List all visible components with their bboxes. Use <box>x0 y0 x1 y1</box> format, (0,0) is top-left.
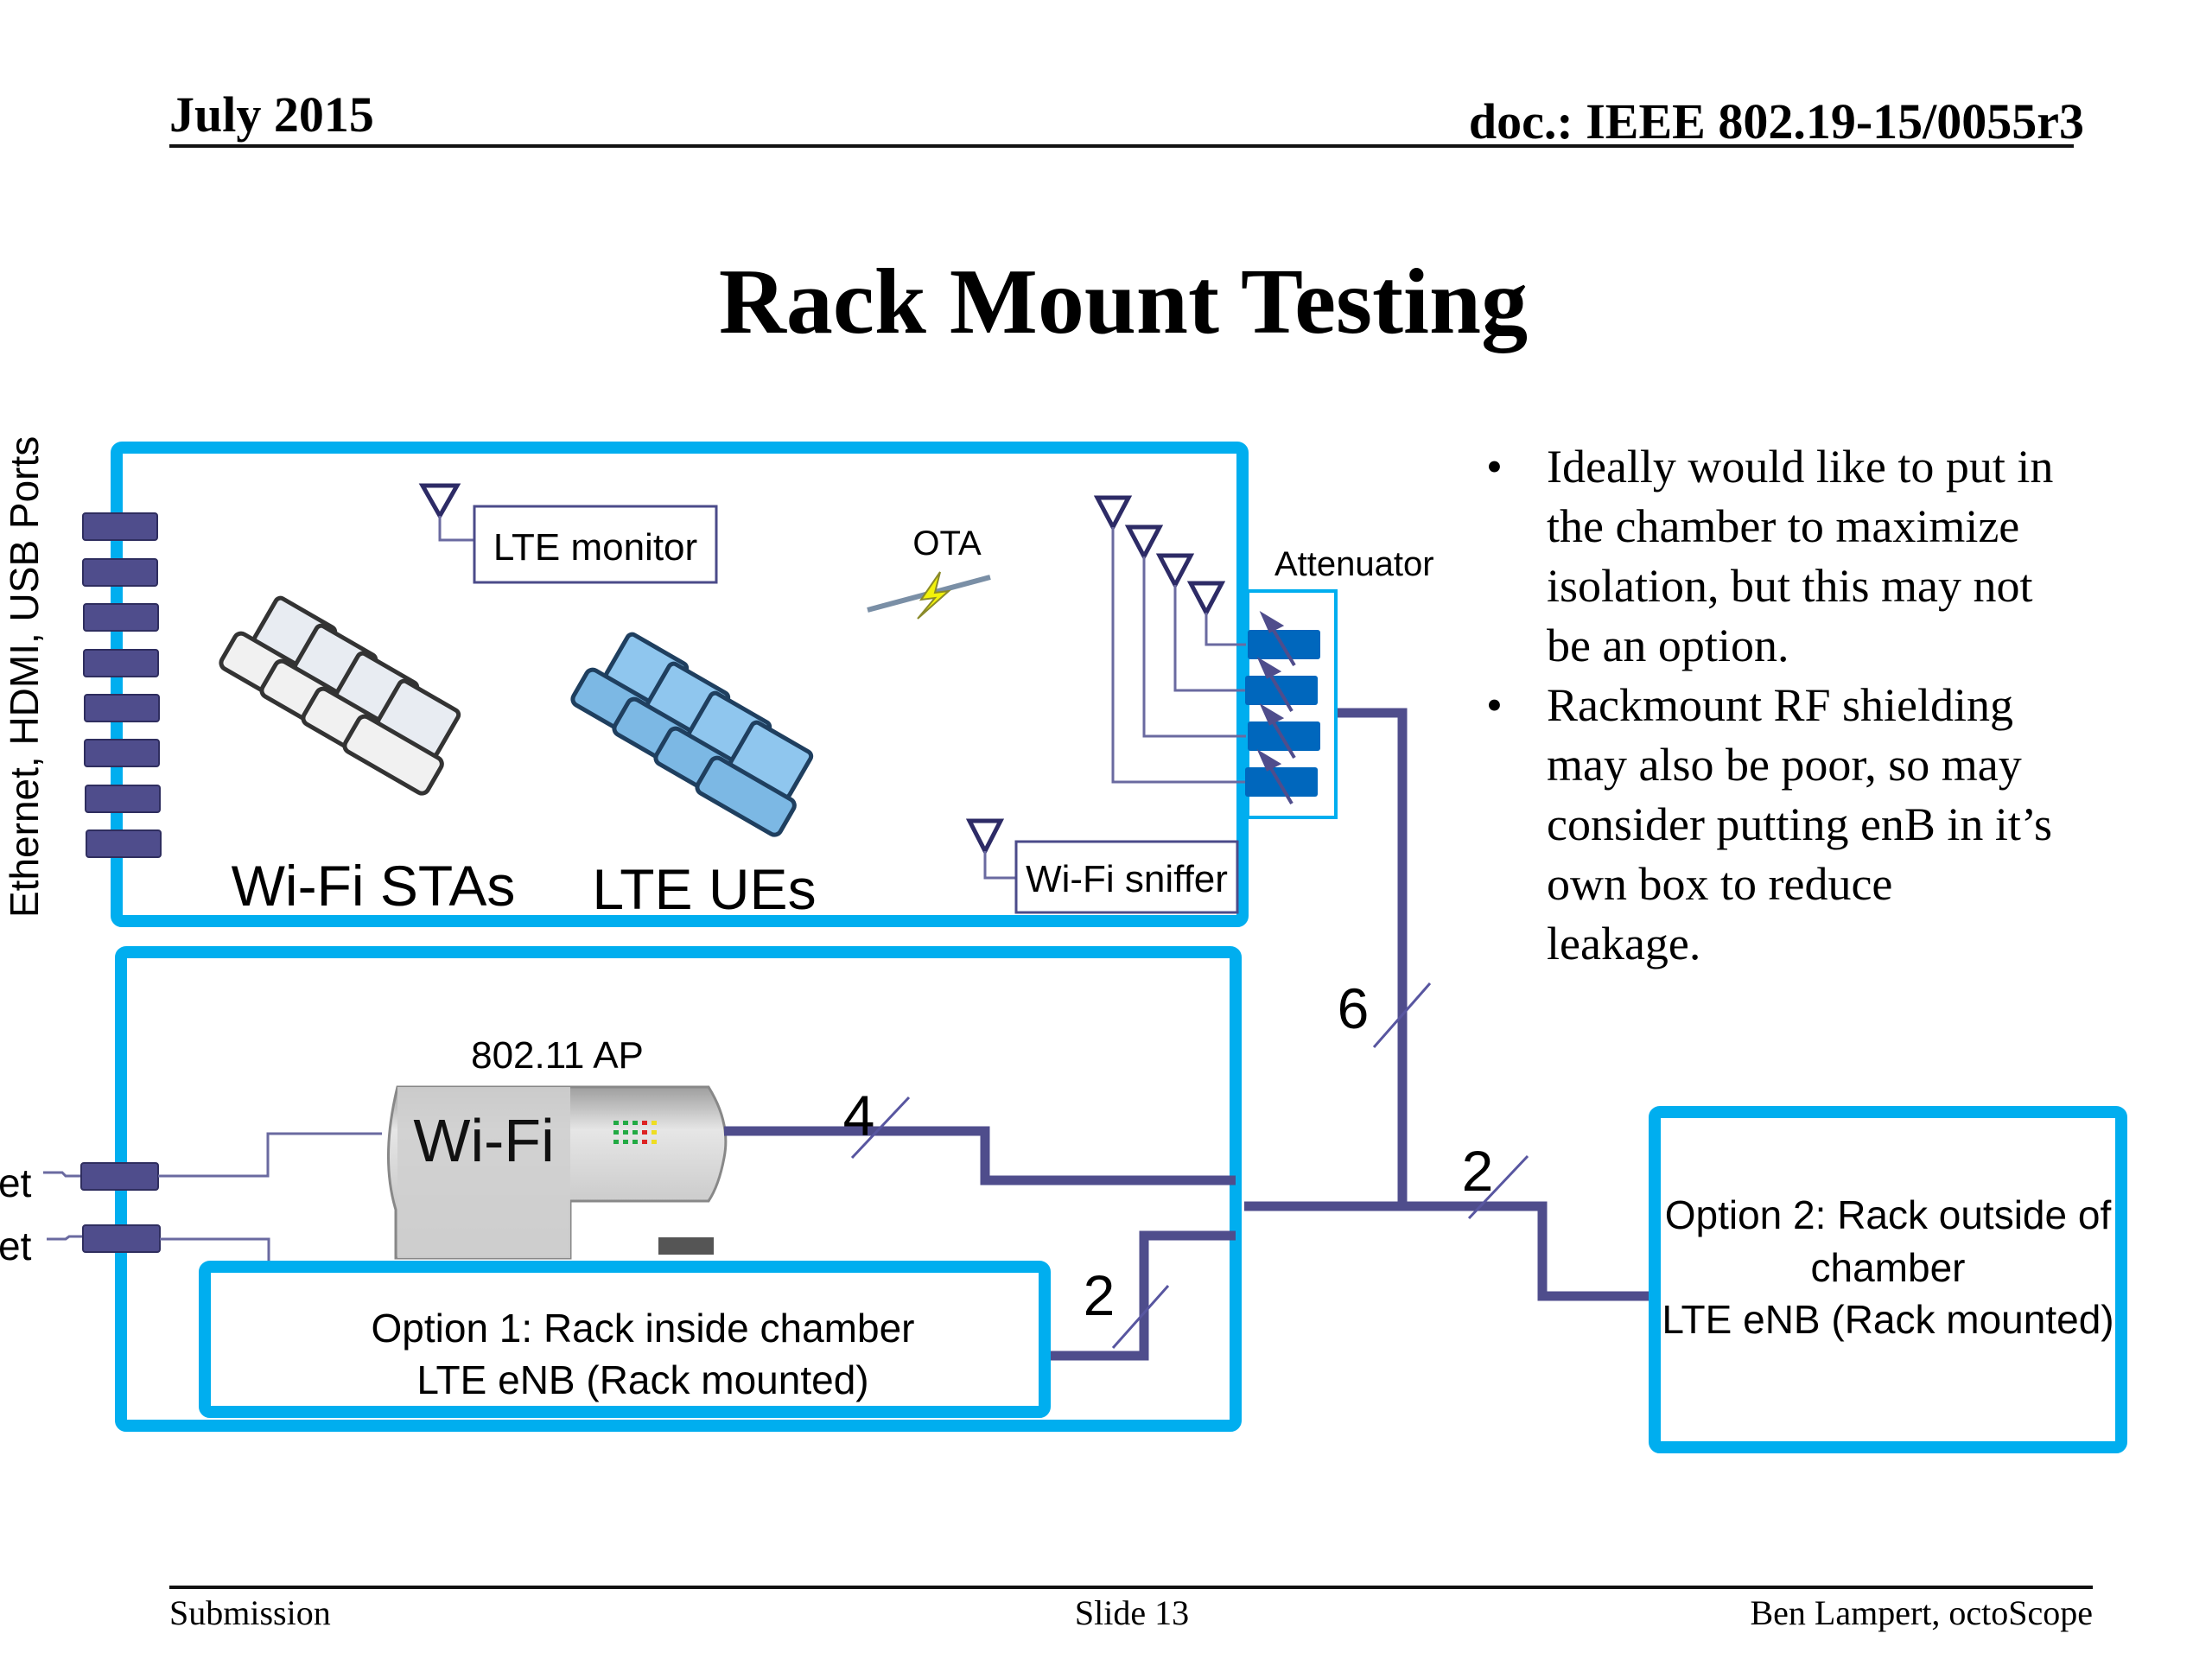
wifi-sniffer-label: Wi-Fi sniffer <box>1026 858 1228 900</box>
antenna-icon <box>965 818 1005 856</box>
junction-to-option2-bus <box>1244 1201 1656 1301</box>
lte-ue-laptops-icon <box>570 632 814 837</box>
bullet-line: consider putting enB in it’s <box>1547 798 2052 850</box>
bus-count-slash <box>850 1096 911 1160</box>
bottom-chamber: et et 802.11 AP Wi-Fi <box>0 946 1242 1432</box>
ethernet-label-partial: et <box>0 1224 32 1268</box>
header-rule <box>169 144 2074 148</box>
bullet-line: be an option. <box>1547 620 1789 671</box>
bullet-marker: • <box>1486 441 1503 493</box>
ap-label: 802.11 AP <box>471 1034 644 1077</box>
attenuator: Attenuator <box>1245 545 1434 819</box>
antenna-icon <box>1186 581 1226 618</box>
attenuator-channel <box>1245 767 1318 797</box>
antenna-feed <box>1111 527 1249 784</box>
footer-rule <box>169 1586 2093 1589</box>
ap-status-leds <box>613 1121 657 1144</box>
top-chamber-border <box>111 442 1249 927</box>
antenna-icon <box>1155 553 1195 590</box>
header-date: July 2015 <box>169 86 374 143</box>
page-title: Rack Mount Testing <box>719 251 1528 353</box>
top-chamber: Ethernet, HDMI, USB Ports LTE monitor <box>2 436 1249 927</box>
bullet-line: isolation, but this may not <box>1547 560 2033 612</box>
bullet-line: the chamber to maximize <box>1547 500 2019 552</box>
option2-box <box>1649 1106 2127 1453</box>
lte-monitor-box <box>473 505 718 584</box>
bullet-line: may also be poor, so may <box>1547 739 2022 791</box>
wifi-access-point-icon: Wi-Fi <box>386 1085 728 1260</box>
bus-count-ap: 4 <box>843 1084 875 1147</box>
bus-count-slash <box>1372 982 1432 1048</box>
antenna-feed <box>1205 613 1249 646</box>
antenna-feed <box>1173 585 1249 692</box>
ethernet-cable <box>47 1235 85 1241</box>
bullet-list: • Ideally would like to put in the chamb… <box>1486 441 2053 969</box>
bus-count-slash <box>1467 1154 1529 1220</box>
bus-count-option2: 2 <box>1462 1139 1494 1203</box>
ethernet-label-partial: et <box>0 1160 32 1205</box>
antenna-array <box>1093 495 1249 784</box>
ota-label: OTA <box>912 524 982 563</box>
variable-attenuator-arrows <box>1256 611 1296 805</box>
wifi-sniffer: Wi-Fi sniffer <box>965 818 1239 914</box>
ap-brand-label: Wi-Fi <box>413 1107 554 1174</box>
attenuator-label: Attenuator <box>1274 545 1434 583</box>
bullet-item: • Rackmount RF shielding may also be poo… <box>1486 679 2052 969</box>
port <box>84 694 160 722</box>
antenna-feed <box>1142 556 1249 738</box>
bullet-line: leakage. <box>1547 918 1700 969</box>
footer-slide-number: Slide 13 <box>1075 1593 1189 1632</box>
lte-monitor-label: LTE monitor <box>493 526 697 569</box>
option2-line2: chamber <box>1811 1245 1966 1290</box>
antenna-icon <box>1124 524 1164 562</box>
wifi-sta-laptops-icon <box>219 595 461 796</box>
antenna-icon <box>1093 495 1133 532</box>
bus-count-option1: 2 <box>1084 1263 1116 1327</box>
option1-line2: LTE eNB (Rack mounted) <box>416 1357 868 1402</box>
port <box>85 785 161 813</box>
ap-ethernet-cable <box>158 1132 382 1178</box>
header-doc-id: doc.: IEEE 802.19-15/0055r3 <box>1469 93 2084 149</box>
bus-count-attenuator: 6 <box>1338 976 1370 1040</box>
option1-line1: Option 1: Rack inside chamber <box>372 1306 915 1351</box>
attenuator-rf-bus <box>1338 708 1408 1205</box>
option2-line3: LTE eNB (Rack mounted) <box>1662 1297 2113 1342</box>
lte-ues-label: LTE UEs <box>592 857 816 921</box>
option1-box <box>199 1261 1051 1418</box>
port <box>83 649 159 677</box>
port-strip <box>82 512 162 858</box>
wifi-sniffer-box <box>1014 840 1239 914</box>
port <box>86 830 162 858</box>
antenna-feed <box>438 516 474 542</box>
bullet-line: Rackmount RF shielding <box>1547 679 2013 731</box>
ap-rf-bus <box>724 1126 1236 1185</box>
bullet-marker: • <box>1486 679 1503 731</box>
option1-rf-bus <box>1051 1230 1236 1361</box>
footer-right: Ben Lampert, octoScope <box>1750 1593 2093 1632</box>
port <box>84 739 160 767</box>
port <box>82 512 158 541</box>
port <box>82 558 158 587</box>
option2: Option 2: Rack outside of chamber LTE eN… <box>1649 1106 2127 1453</box>
attenuator-channel <box>1248 721 1320 751</box>
bullet-item: • Ideally would like to put in the chamb… <box>1486 441 2053 671</box>
bullet-line: Ideally would like to put in <box>1547 441 2053 493</box>
antenna-icon <box>418 483 461 521</box>
antenna-feed <box>983 851 1016 880</box>
enb-ethernet-cable <box>160 1237 270 1262</box>
footer-left: Submission <box>169 1593 331 1632</box>
ports-label: Ethernet, HDMI, USB Ports <box>2 436 47 918</box>
bullet-line: own box to reduce <box>1547 858 1892 910</box>
option2-line1: Option 2: Rack outside of <box>1665 1192 2112 1237</box>
lte-monitor: LTE monitor <box>418 483 718 584</box>
bus-count-slash <box>1111 1285 1170 1349</box>
lightning-bolt-icon <box>867 571 991 620</box>
ethernet-port <box>80 1162 159 1191</box>
wifi-stas-label: Wi-Fi STAs <box>232 854 516 918</box>
ethernet-port <box>82 1224 161 1253</box>
ethernet-cable <box>43 1171 83 1178</box>
port <box>83 603 159 632</box>
